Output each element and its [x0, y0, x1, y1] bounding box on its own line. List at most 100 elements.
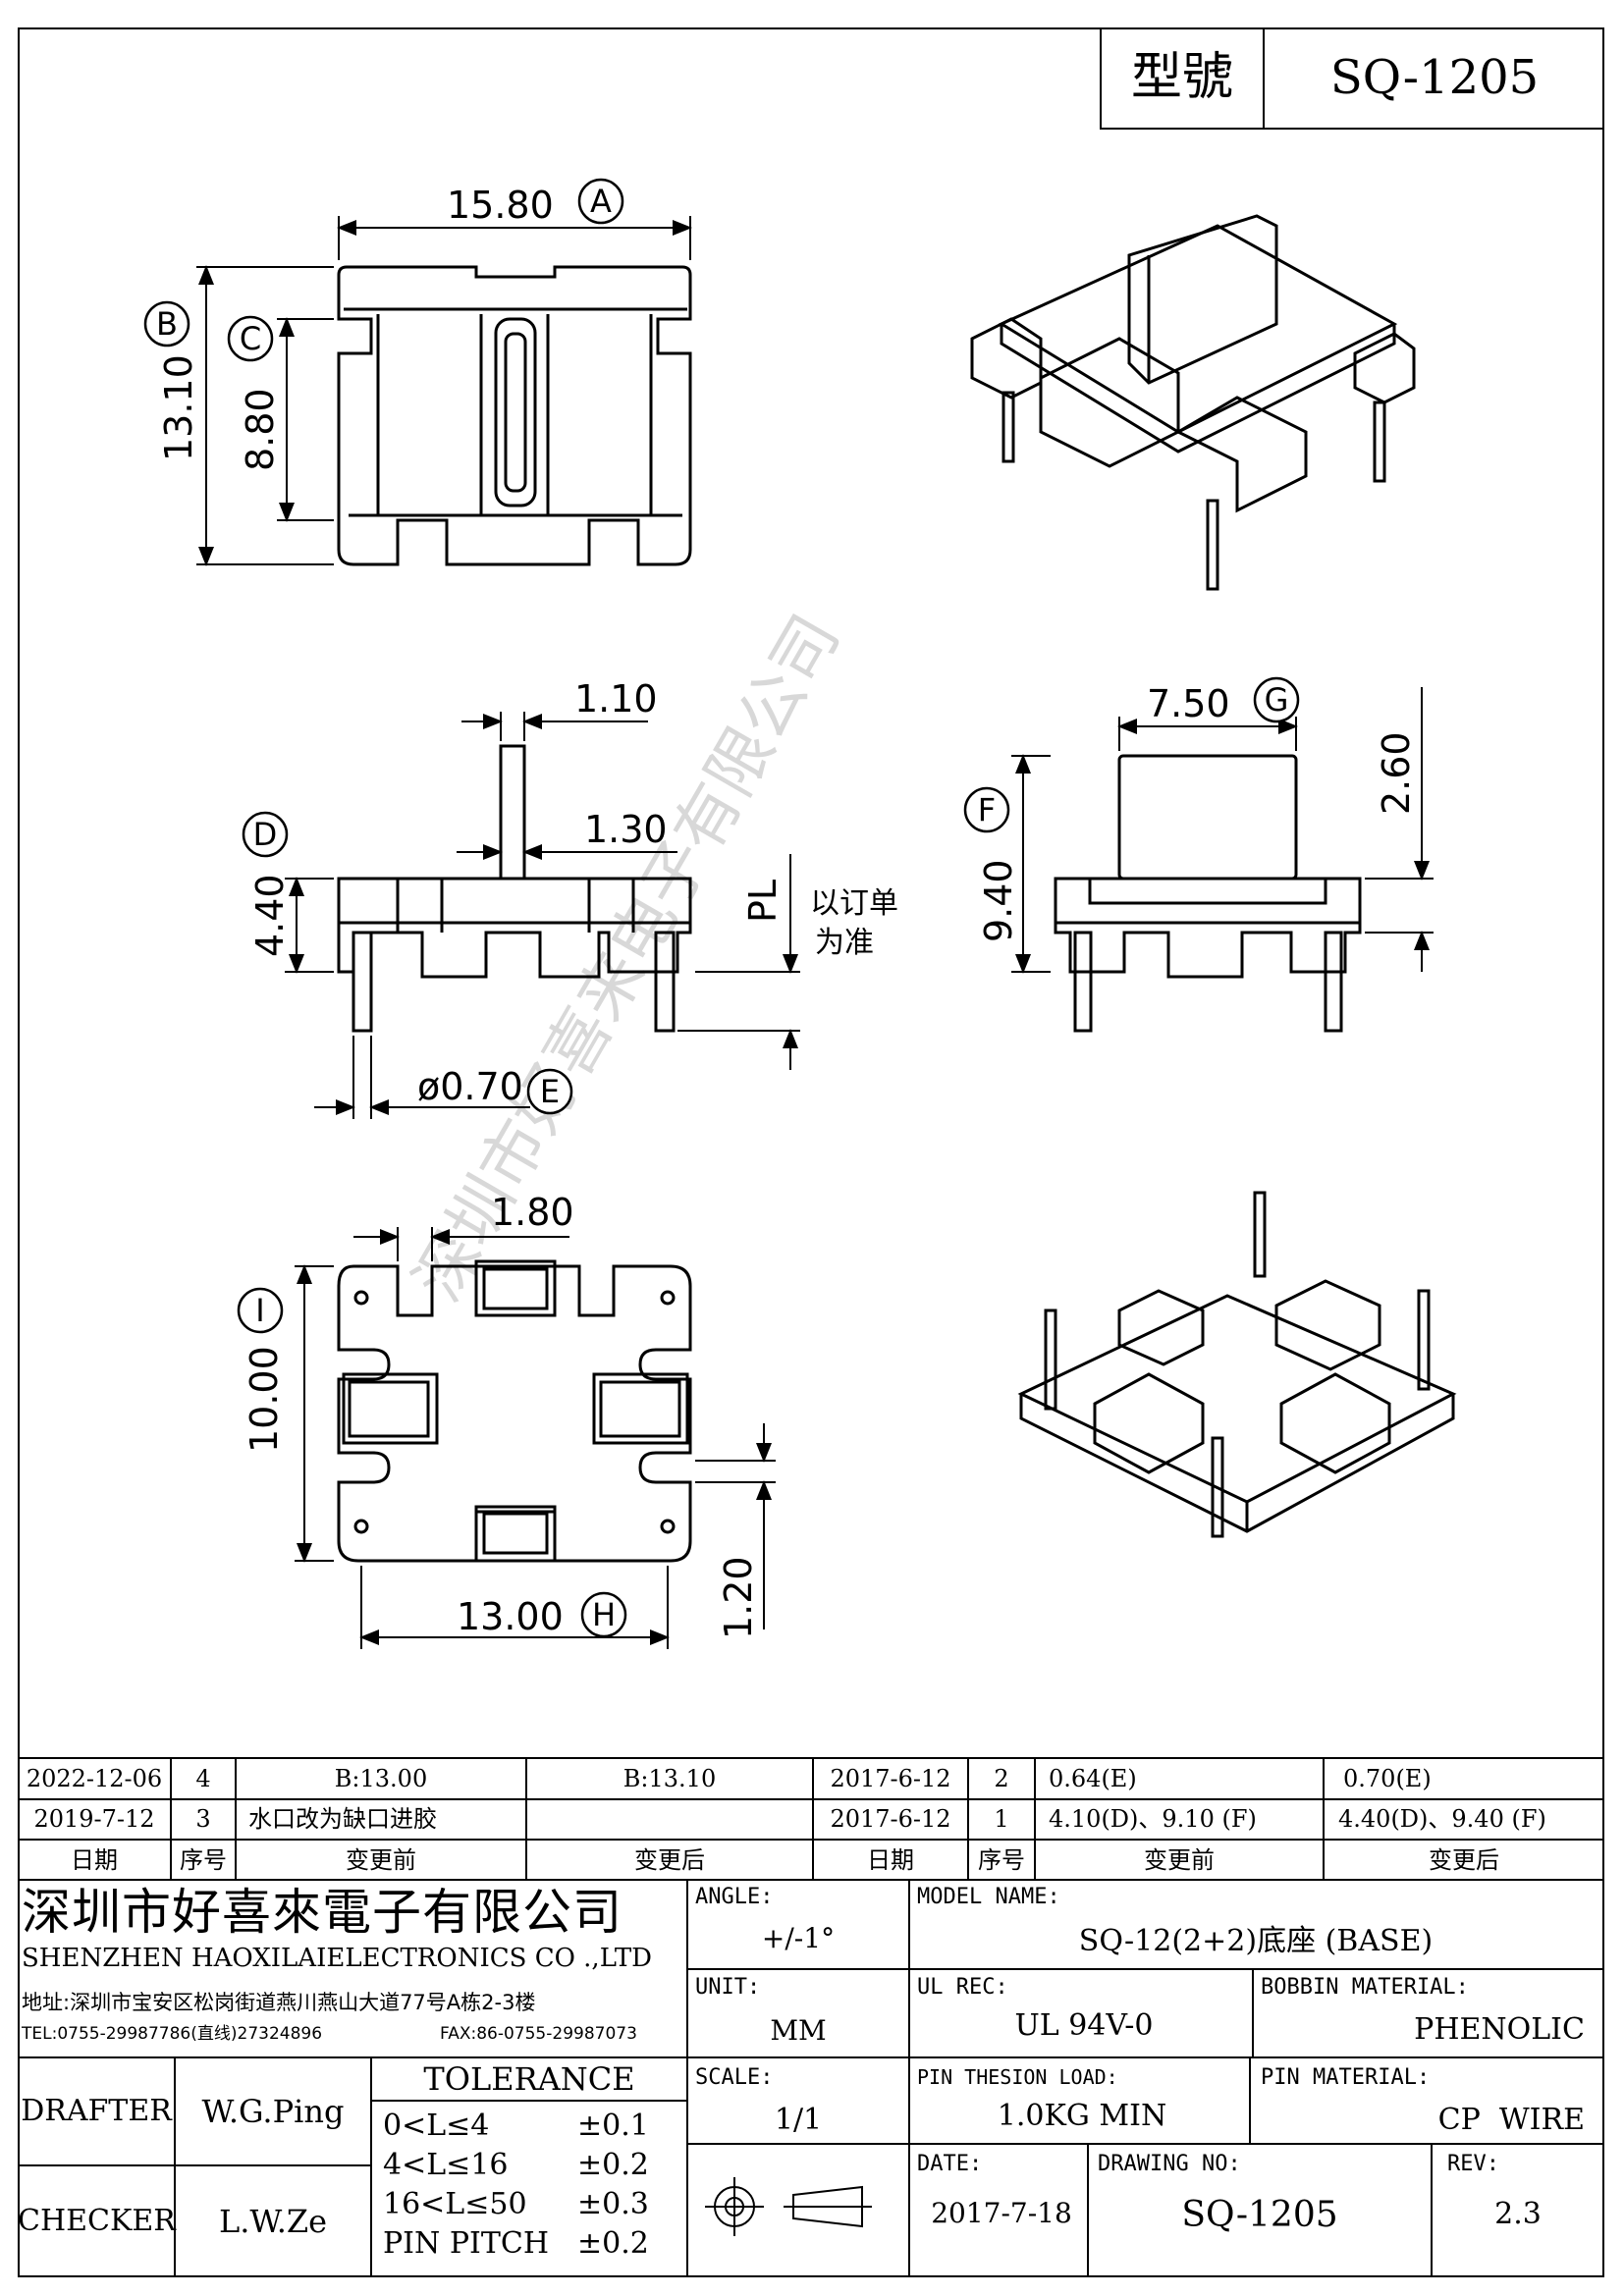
rev-value: 2.3: [1494, 2197, 1542, 2231]
rev-row-2-before2: 4.10(D)、9.10 (F): [1049, 1805, 1257, 1833]
model-header-value: SQ-1205: [1329, 50, 1540, 105]
date-label: DATE:: [917, 2152, 983, 2176]
rev-row-1-date: 2022-12-06: [26, 1765, 163, 1792]
side-view: [1054, 754, 1362, 1033]
model-name-label: MODEL NAME:: [917, 1885, 1060, 1909]
dim-h-value: 13.00: [457, 1595, 564, 1638]
circle-letter-e: E: [540, 1073, 560, 1110]
scale-label: SCALE:: [695, 2065, 774, 2090]
tolerance-range-1: 0<L≤4: [383, 2109, 490, 2143]
tolerance-value-2: ±0.2: [577, 2148, 649, 2182]
dim-pin-w-value: 1.10: [574, 677, 658, 721]
technical-drawing: 深圳市好喜来电子有限公司: [143, 178, 1457, 1649]
tolerance-range-4: PIN PITCH: [383, 2226, 549, 2261]
rev-header-after: 变更后: [634, 1846, 705, 1874]
dim-a-value: 15.80: [447, 184, 554, 227]
model-header-label: 型號: [1102, 27, 1265, 128]
bobbin-material-label: BOBBIN MATERIAL:: [1261, 1975, 1469, 2000]
date-value: 2017-7-18: [931, 2197, 1072, 2229]
rev-row-2-date2: 2017-6-12: [830, 1805, 951, 1833]
dim-pin-w2-value: 1.30: [584, 808, 668, 851]
dim-step-value: 2.60: [1375, 731, 1418, 815]
dim-f-value: 9.40: [977, 859, 1020, 942]
rev-header-before2: 变更前: [1144, 1846, 1215, 1874]
rev-row-2-before: 水口改为缺口进胶: [248, 1805, 437, 1833]
rev-row-2-seq: 3: [195, 1805, 211, 1833]
front-view: [337, 744, 692, 1033]
pl-label: PL: [741, 880, 785, 923]
pin-load-label: PIN THESION LOAD:: [917, 2065, 1118, 2089]
rev-header-seq: 序号: [180, 1846, 227, 1874]
rev-row-1-before2: 0.64(E): [1049, 1765, 1137, 1792]
scale-value: 1/1: [774, 2103, 823, 2137]
unit-label: UNIT:: [695, 1975, 761, 2000]
pin-load-value: 1.0KG MIN: [997, 2099, 1167, 2133]
iso-view-top: [970, 214, 1416, 591]
circle-letter-d: D: [253, 816, 278, 853]
dim-b-value: 13.10: [157, 354, 200, 461]
circle-letter-b: B: [156, 305, 178, 343]
checker-label: CHECKER: [18, 2204, 176, 2238]
circle-letter-f: F: [978, 791, 996, 828]
pl-note-line-1: 以订单: [810, 886, 898, 921]
rev-row-1-after2: 0.70(E): [1343, 1765, 1432, 1792]
dim-edge-value: 1.20: [717, 1556, 760, 1639]
rev-header-seq2: 序号: [978, 1846, 1025, 1874]
tolerance-label: TOLERANCE: [423, 2060, 635, 2098]
drafter-value: W.G.Ping: [201, 2093, 345, 2130]
angle-value: +/-1°: [761, 1922, 836, 1954]
pin-material-label: PIN MATERIAL:: [1261, 2065, 1431, 2090]
title-block: 深圳市好喜來電子有限公司 SHENZHEN HAOXILAIELECTRONIC…: [18, 1881, 1604, 2277]
circle-letter-c: C: [240, 320, 261, 357]
rev-row-1-seq2: 2: [994, 1765, 1009, 1792]
drawing-border: [18, 27, 1604, 2277]
rev-row-1-before: B:13.00: [334, 1765, 428, 1792]
bobbin-material-value: PHENOLIC: [1414, 2012, 1585, 2047]
tolerance-value-1: ±0.1: [577, 2109, 649, 2143]
tolerance-range-2: 4<L≤16: [383, 2148, 509, 2182]
model-name-value: SQ-12(2+2)底座 (BASE): [1078, 1924, 1434, 1958]
rev-row-1-seq: 4: [195, 1765, 211, 1792]
drawing-no-value: SQ-1205: [1181, 2195, 1338, 2235]
top-view: [337, 265, 692, 566]
rev-label: REV:: [1447, 2152, 1499, 2176]
circle-letter-i: I: [255, 1292, 264, 1329]
title-block-grid: [18, 1881, 1604, 2277]
dim-e-value: ø0.70: [417, 1065, 523, 1108]
circle-letter-g: G: [1265, 681, 1289, 719]
company-tel: TEL:0755-29987786(直线)27324896: [22, 2024, 323, 2044]
rev-header-date: 日期: [71, 1846, 118, 1874]
company-name-cn: 深圳市好喜來電子有限公司: [22, 1884, 623, 1941]
company-name-en: SHENZHEN HAOXILAIELECTRONICS CO .,LTD: [22, 1944, 653, 1973]
revision-grid: [18, 1759, 1604, 1881]
tolerance-value-3: ±0.3: [577, 2187, 649, 2221]
pin-material-value: CP WIRE: [1437, 2103, 1585, 2137]
circle-letter-h: H: [592, 1596, 616, 1633]
circle-letter-a: A: [590, 183, 612, 220]
rev-header-after2: 变更后: [1429, 1846, 1499, 1874]
company-fax: FAX:86-0755-29987073: [440, 2024, 637, 2044]
angle-label: ANGLE:: [695, 1885, 774, 1909]
pl-note-line-2: 为准: [815, 926, 874, 960]
dim-slot-value: 1.80: [491, 1191, 574, 1234]
dim-c-value: 8.80: [239, 388, 282, 471]
tolerance-value-4: ±0.2: [577, 2226, 649, 2261]
tolerance-range-3: 16<L≤50: [383, 2187, 527, 2221]
drawing-no-label: DRAWING NO:: [1098, 2152, 1241, 2176]
drafter-label: DRAFTER: [21, 2094, 172, 2128]
company-address: 地址:深圳市宝安区松岗街道燕川燕山大道77号A栋2-3楼: [22, 1991, 536, 2014]
ul-rec-value: UL 94V-0: [1014, 2008, 1154, 2043]
bottom-view: [337, 1259, 692, 1563]
checker-value: L.W.Ze: [218, 2203, 328, 2240]
rev-row-2-after2: 4.40(D)、9.40 (F): [1338, 1805, 1546, 1833]
unit-value: MM: [770, 2014, 827, 2047]
projection-symbol-icon: [705, 2177, 872, 2236]
ul-rec-label: UL REC:: [917, 1975, 1008, 2000]
rev-row-2-seq2: 1: [994, 1805, 1009, 1833]
dim-g-value: 7.50: [1147, 682, 1230, 725]
rev-header-date2: 日期: [867, 1846, 914, 1874]
iso-view-bottom: [1017, 1191, 1457, 1538]
rev-row-2-date: 2019-7-12: [33, 1805, 155, 1833]
model-header: 型號 SQ-1205: [1100, 27, 1604, 130]
circle-letter-markers: [143, 178, 1300, 1638]
